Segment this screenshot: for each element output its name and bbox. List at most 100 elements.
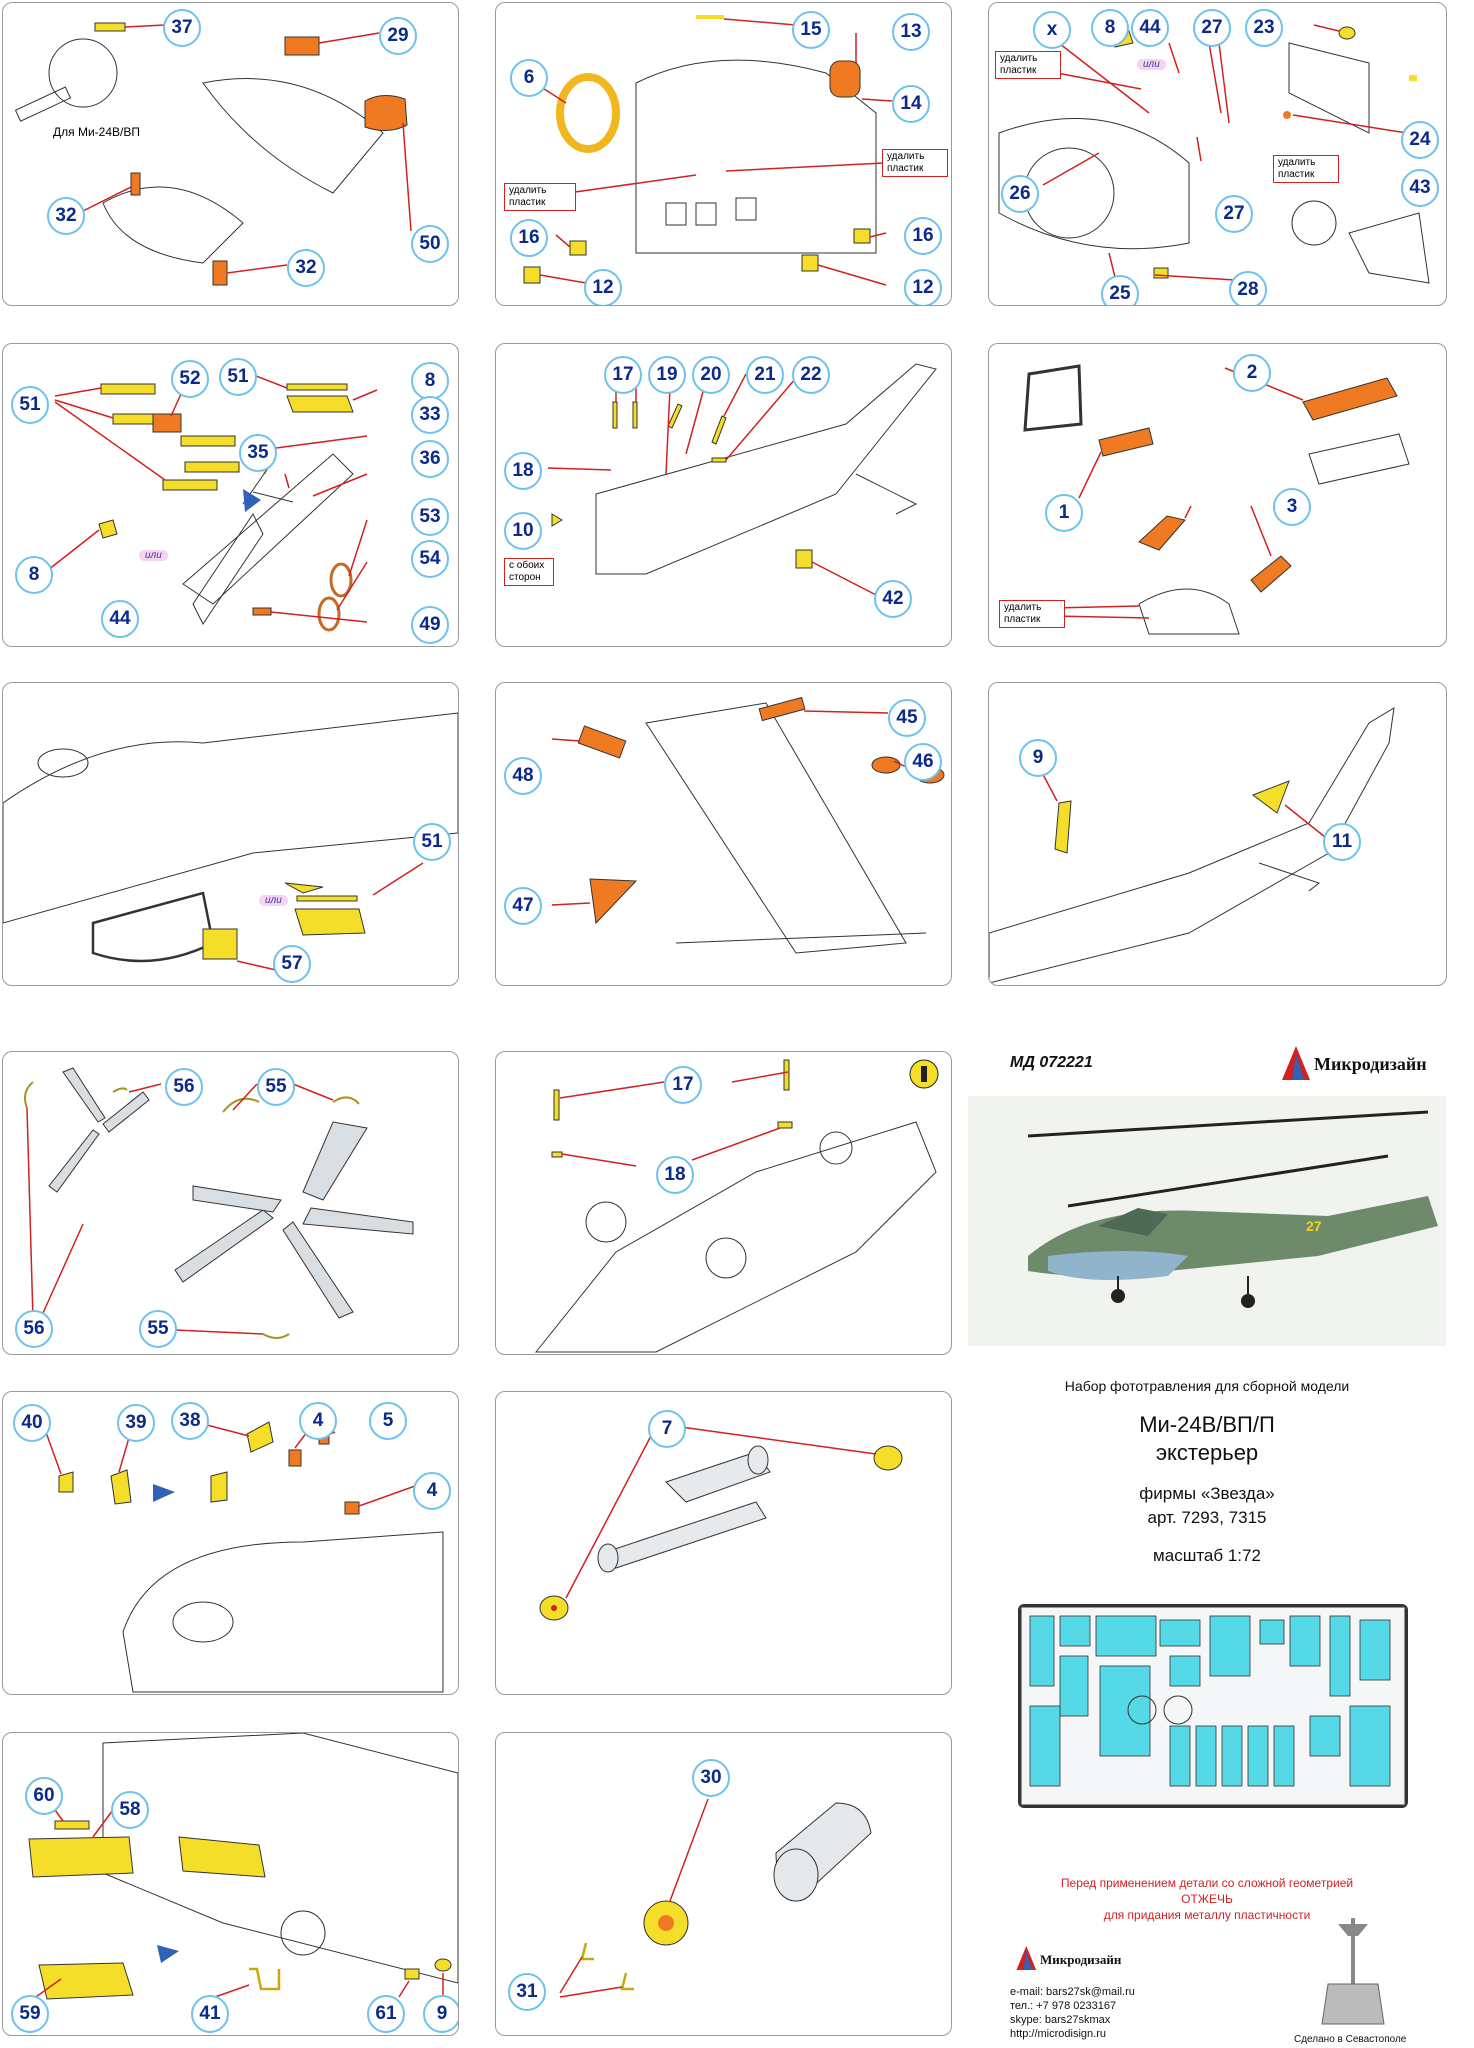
remove-plastic-note: удалить пластик — [882, 149, 948, 177]
remove-plastic-note: удалить пластик — [1273, 155, 1339, 183]
kit-code: МД 072221 — [1010, 1054, 1093, 1071]
callout-12: 12 — [584, 269, 622, 305]
panel-7: 51 57 или — [2, 682, 459, 986]
panel-4: 51 52 51 8 33 35 36 53 54 49 8 44 или — [2, 343, 459, 647]
callout-42: 42 — [874, 580, 912, 618]
callout-10: 10 — [504, 512, 542, 550]
callout-28: 28 — [1229, 271, 1267, 305]
callout-12: 12 — [904, 269, 942, 305]
remove-plastic-note: удалить пластик — [504, 183, 576, 211]
callout-16: 16 — [510, 219, 548, 257]
callout-44: 44 — [101, 600, 139, 638]
callout-40: 40 — [13, 1404, 51, 1442]
callout-8: 8 — [411, 362, 449, 400]
callout-23: 23 — [1245, 9, 1283, 47]
photo-etch-fret — [1018, 1604, 1408, 1808]
callout-58: 58 — [111, 1791, 149, 1829]
panel-15: 30 31 — [495, 1732, 952, 2036]
callout-55: 55 — [257, 1068, 295, 1106]
callout-9: 9 — [423, 1995, 458, 2033]
panel-3: x 8 44 27 23 24 26 43 27 25 28 удалить п… — [988, 2, 1447, 306]
callout-44: 44 — [1131, 9, 1169, 47]
callout-30: 30 — [692, 1759, 730, 1797]
callout-51: 51 — [413, 823, 451, 861]
callout-18: 18 — [504, 452, 542, 490]
subtitle: экстерьер — [1155, 1440, 1259, 1465]
contact-skype: skype: bars27skmax — [1010, 2014, 1111, 2026]
both-sides-note: с обоих сторон — [504, 558, 554, 586]
callout-x: x — [1033, 11, 1071, 49]
callout-55: 55 — [139, 1310, 177, 1348]
warning-line-3: для придания металлу пластичности — [1103, 1908, 1311, 1922]
callout-25: 25 — [1101, 275, 1139, 305]
warning-line-1: Перед применением детали со сложной геом… — [1060, 1876, 1354, 1890]
or-label: или — [139, 550, 168, 561]
callout-14: 14 — [892, 85, 930, 123]
callout-32: 32 — [287, 249, 325, 287]
callout-31: 31 — [508, 1973, 546, 2011]
contact-web[interactable]: http://microdisign.ru — [1010, 2028, 1106, 2040]
panel-13: 7 — [495, 1391, 952, 1695]
callout-50: 50 — [411, 225, 449, 263]
callout-13: 13 — [892, 13, 930, 51]
callout-38: 38 — [171, 1402, 209, 1440]
callout-27: 27 — [1193, 9, 1231, 47]
callout-26: 26 — [1001, 175, 1039, 213]
panel-8: 45 48 46 47 — [495, 682, 952, 986]
callout-6: 6 — [510, 59, 548, 97]
manufacturer: фирмы «Звезда» — [1139, 1484, 1275, 1503]
aircraft-number: 27 — [1306, 1218, 1322, 1234]
callout-17: 17 — [664, 1066, 702, 1104]
callout-51: 51 — [219, 358, 257, 396]
callout-29: 29 — [379, 17, 417, 55]
callout-49: 49 — [411, 606, 449, 644]
callout-3: 3 — [1273, 488, 1311, 526]
panel-11: 17 18 — [495, 1051, 952, 1355]
callout-36: 36 — [411, 440, 449, 478]
callout-41: 41 — [191, 1995, 229, 2033]
callout-51: 51 — [11, 386, 49, 424]
callout-57: 57 — [273, 945, 311, 983]
or-label: или — [259, 895, 288, 906]
callout-48: 48 — [504, 757, 542, 795]
callout-5: 5 — [369, 1402, 407, 1440]
callout-45: 45 — [888, 699, 926, 737]
panel-2: 15 13 6 14 16 12 16 12 удалить пластик у… — [495, 2, 952, 306]
callout-4: 4 — [299, 1402, 337, 1440]
contact-phone: тел.: +7 978 0233167 — [1010, 2000, 1117, 2012]
callout-53: 53 — [411, 498, 449, 536]
panel-10: 56 55 56 55 — [2, 1051, 459, 1355]
panel-12: 40 39 38 4 5 4 — [2, 1391, 459, 1695]
callout-19: 19 — [648, 356, 686, 394]
callout-24: 24 — [1401, 121, 1439, 159]
callout-22: 22 — [792, 356, 830, 394]
callout-11: 11 — [1323, 823, 1361, 861]
callout-17: 17 — [604, 356, 642, 394]
brand-logo — [1282, 1046, 1312, 1080]
callout-4: 4 — [413, 1472, 451, 1510]
callout-35: 35 — [239, 434, 277, 472]
panel-9: 9 11 — [988, 682, 1447, 986]
callout-60: 60 — [25, 1777, 63, 1815]
callout-1: 1 — [1045, 494, 1083, 532]
callout-56: 56 — [15, 1310, 53, 1348]
callout-33: 33 — [411, 396, 449, 434]
callout-39: 39 — [117, 1404, 155, 1442]
callout-43: 43 — [1401, 169, 1439, 207]
callout-46: 46 — [904, 743, 942, 781]
remove-plastic-note: удалить пластик — [999, 600, 1065, 628]
callout-15: 15 — [792, 11, 830, 49]
remove-plastic-note: удалить пластик — [995, 51, 1061, 79]
callout-54: 54 — [411, 540, 449, 578]
panel-14: 60 58 59 41 61 9 — [2, 1732, 459, 2036]
callout-8: 8 — [15, 556, 53, 594]
callout-37: 37 — [163, 9, 201, 47]
callout-59: 59 — [11, 1995, 49, 2033]
callout-32: 32 — [47, 197, 85, 235]
panel-5: 17 19 20 21 22 18 10 42 с обоих сторон — [495, 343, 952, 647]
callout-27: 27 — [1215, 195, 1253, 233]
brand-name: Микродизайн — [1314, 1054, 1427, 1074]
warning-line-2: ОТЖЕЧЬ — [1181, 1892, 1233, 1906]
callout-61: 61 — [367, 1995, 405, 2033]
panel-1: 37 29 32 50 32 Для Ми-24В/ВП — [2, 2, 459, 306]
